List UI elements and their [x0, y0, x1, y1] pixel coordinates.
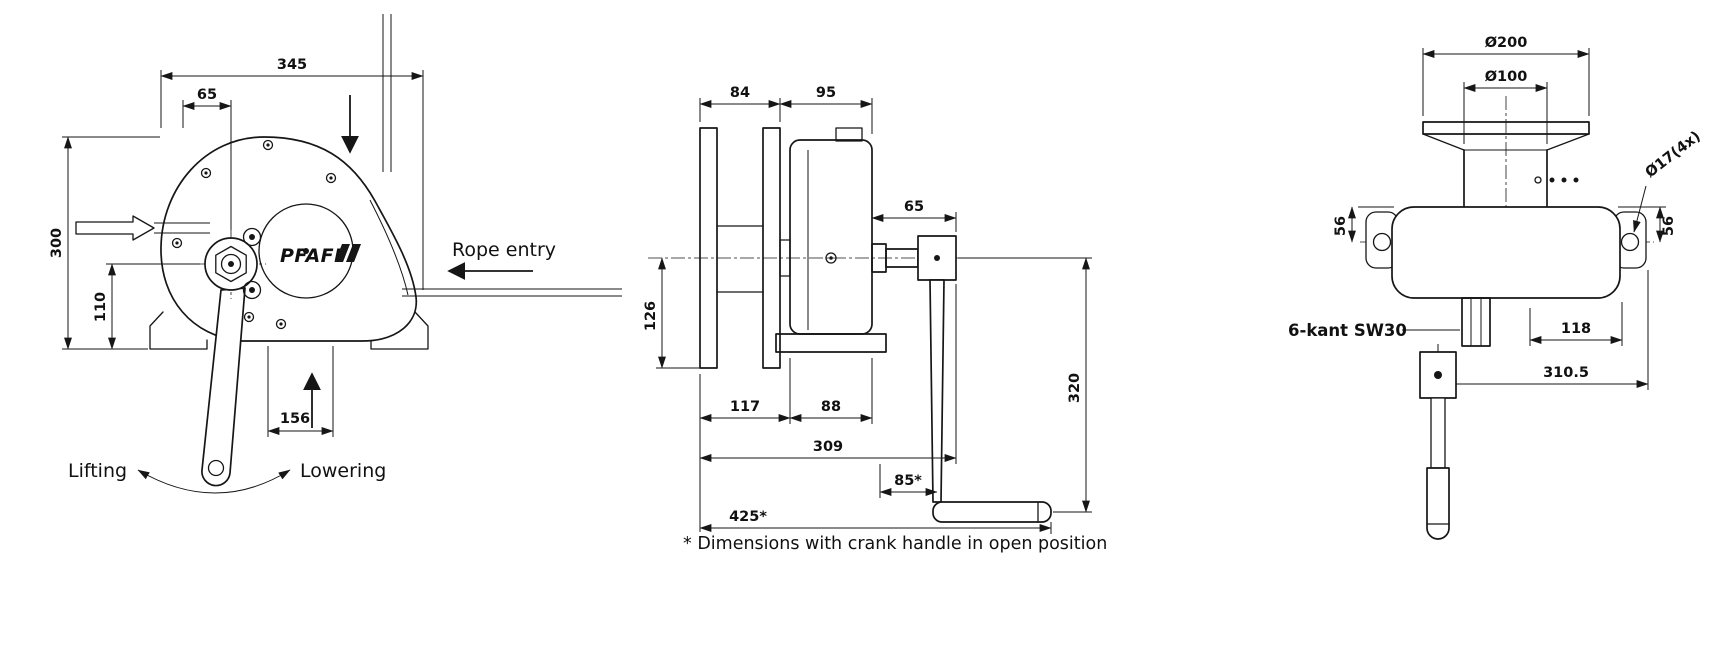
dim-156: 156 — [267, 346, 334, 437]
gear-housing-cap — [835, 127, 863, 142]
brand-logo-bar — [335, 244, 350, 262]
brand-logo-bar — [346, 244, 361, 262]
dim-309: 309 — [699, 284, 957, 464]
gear-housing-base — [775, 333, 887, 353]
dim-310-5-label: 310.5 — [1543, 365, 1589, 381]
dim-65-side-label: 65 — [904, 199, 924, 215]
hex-shaft — [1461, 297, 1491, 347]
dim-84: 84 — [699, 85, 781, 122]
crank-rotation-arrow — [137, 469, 291, 494]
dim-117-label: 117 — [730, 399, 760, 415]
dim-88: 88 — [789, 358, 873, 424]
dim-85: 85* — [879, 464, 938, 498]
dim-309-label: 309 — [813, 439, 843, 455]
hub-inner — [220, 253, 242, 275]
dim-100-label: Ø100 — [1485, 69, 1528, 85]
stored-crank-grip — [1426, 467, 1450, 540]
dim-56-right-label: 56 — [1661, 216, 1677, 236]
gear-axis-center — [829, 256, 833, 260]
brand-logo-text: PFAFF — [280, 245, 348, 267]
crank-grip — [932, 501, 1052, 523]
dim-110: 110 — [93, 263, 200, 350]
gear-housing — [789, 139, 873, 335]
crank-handle — [201, 287, 246, 487]
dim-118-label: 118 — [1561, 321, 1591, 337]
housing-inner-wall — [369, 199, 409, 296]
drum-flange-left — [699, 127, 718, 369]
barrel-bolt-dots — [1534, 176, 1579, 184]
dim-300: 300 — [49, 136, 160, 350]
dim-425-label: 425* — [729, 509, 767, 525]
dim-345-label: 345 — [277, 57, 307, 73]
housing-bolts — [171, 139, 337, 330]
dim-156-label: 156 — [280, 411, 310, 427]
dim-65-side: 65 — [871, 199, 957, 238]
dim-200-label: Ø200 — [1485, 35, 1528, 51]
brand-logo: PFAFF — [280, 244, 361, 267]
dim-320-label: 320 — [1067, 373, 1083, 403]
drum-flange-taper — [1422, 133, 1465, 151]
dim-126-label: 126 — [643, 301, 659, 331]
dim-85-label: 85* — [894, 473, 922, 489]
dim-345: 345 — [160, 57, 424, 290]
crank-hub-center — [934, 255, 940, 261]
dim-118: 118 — [1529, 302, 1623, 346]
dim-84-label: 84 — [730, 85, 750, 101]
gear-axis-bolt — [825, 252, 837, 264]
drum-center — [303, 248, 309, 254]
front-view: PFAFF Rope entry 345 65 — [49, 14, 622, 494]
dim-65-front: 65 — [182, 87, 232, 230]
dim-56-left-label: 56 — [1333, 216, 1349, 236]
hub-hex-nut — [215, 245, 247, 283]
dim-56-right: 56 — [1618, 206, 1677, 243]
dim-56-left: 56 — [1333, 206, 1394, 243]
mount-hole-left — [1372, 232, 1392, 252]
stored-crank-rod — [1430, 397, 1446, 469]
stored-crank — [1419, 351, 1457, 540]
side-view: 84 95 65 126 117 — [643, 85, 1107, 554]
dim-65-front-label: 65 — [197, 87, 217, 103]
dim-17-label: Ø17(4x) — [1643, 128, 1704, 181]
crank-arm — [929, 279, 945, 503]
rope-entry-label: Rope entry — [452, 239, 556, 261]
drum-flange-plate — [1422, 121, 1590, 135]
dim-117: 117 — [699, 358, 791, 532]
hub-center — [228, 261, 234, 267]
dim-200: Ø200 — [1422, 35, 1590, 116]
housing-outline — [160, 136, 418, 342]
dim-300-label: 300 — [49, 228, 65, 258]
mount-foot-left — [149, 311, 208, 350]
lowering-label: Lowering — [300, 460, 386, 482]
dim-95: 95 — [779, 85, 873, 134]
hex-shaft-label: 6-kant SW30 — [1288, 321, 1407, 340]
stored-crank-pivot — [1434, 371, 1442, 379]
footnote: * Dimensions with crank handle in open p… — [683, 534, 1107, 554]
drum-flange-taper — [1546, 133, 1590, 151]
dim-126: 126 — [643, 257, 702, 369]
dim-88-label: 88 — [821, 399, 841, 415]
rear-view: Ø200 Ø100 56 — [1288, 35, 1704, 540]
hex-callout: 6-kant SW30 — [1288, 321, 1460, 340]
dim-110-label: 110 — [93, 292, 109, 322]
lifting-label: Lifting — [68, 460, 127, 482]
housing-rear — [1391, 206, 1621, 299]
rope-left-arrow — [75, 215, 155, 241]
mount-foot-right — [370, 311, 429, 350]
mount-hole-right — [1620, 232, 1640, 252]
drum-flange-right — [762, 127, 781, 369]
dim-320: 320 — [958, 257, 1092, 513]
dim-425: 425* — [699, 509, 1052, 534]
dim-95-label: 95 — [816, 85, 836, 101]
dim-100: Ø100 — [1463, 69, 1548, 144]
